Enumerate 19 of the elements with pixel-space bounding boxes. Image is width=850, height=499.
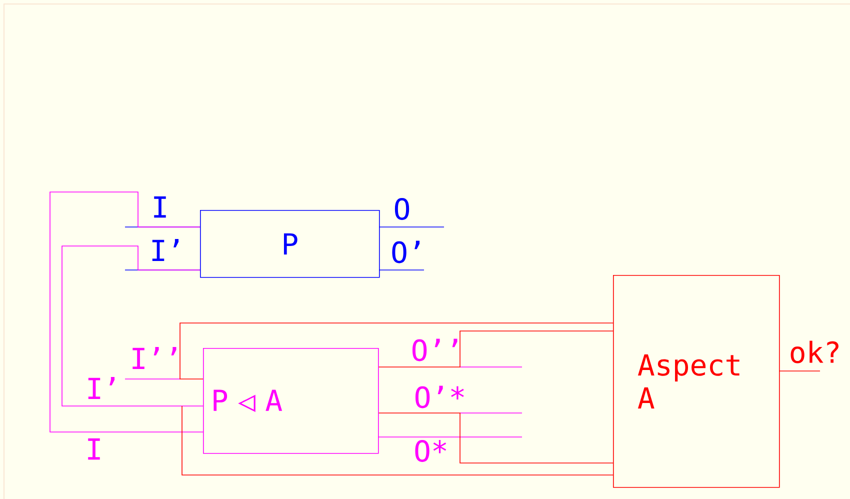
pin-label: I <box>154 196 166 218</box>
pin-label: I’ <box>88 376 115 400</box>
process-box: P ◁ A <box>203 348 379 454</box>
wire <box>182 406 614 476</box>
pin-label: O’ <box>392 240 420 264</box>
pin-label: O’* <box>415 386 464 408</box>
pin-label: O <box>394 198 410 220</box>
wire <box>180 322 614 380</box>
wire <box>378 412 614 464</box>
wire <box>378 330 614 368</box>
pin-label: O* <box>415 440 446 462</box>
wire <box>62 246 204 406</box>
pin-label: O’’ <box>412 338 458 362</box>
pin-label: I <box>88 438 100 460</box>
wire <box>50 192 204 432</box>
pin-label: I’ <box>152 238 179 262</box>
aspect-box: Aspect A <box>613 275 780 488</box>
pin-label: I’’ <box>132 346 176 370</box>
process-box: P <box>200 210 380 278</box>
